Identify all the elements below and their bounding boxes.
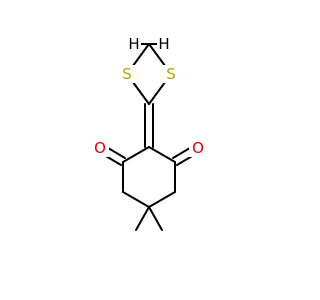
atom-s-right: S xyxy=(163,65,179,83)
atom-labels: S S O O H H xyxy=(91,35,207,157)
s-right-label: S xyxy=(166,65,176,83)
atom-h-right: H xyxy=(157,35,171,53)
atom-s-left: S xyxy=(119,65,135,83)
bond-c5-methyl-right xyxy=(148,206,163,231)
s-left-label: S xyxy=(122,65,132,83)
bond-c2-c1 xyxy=(122,146,150,163)
h-left-label: H xyxy=(128,35,139,53)
h-right-label: H xyxy=(158,35,169,53)
molecule-canvas: S S O O H H xyxy=(91,35,207,231)
o-left-label: O xyxy=(94,139,106,157)
bond-c5-methyl-left xyxy=(135,206,150,231)
bonds xyxy=(98,43,200,231)
molecule-structure: S S O O H H xyxy=(91,35,207,231)
bond-c2-c3 xyxy=(148,146,176,163)
bond-c4-c5 xyxy=(148,191,176,208)
o-right-label: O xyxy=(192,139,204,157)
atom-o-right: O xyxy=(189,139,207,157)
bond-c6-c5 xyxy=(122,191,150,208)
atom-h-left: H xyxy=(127,35,141,53)
atom-o-left: O xyxy=(91,139,109,157)
